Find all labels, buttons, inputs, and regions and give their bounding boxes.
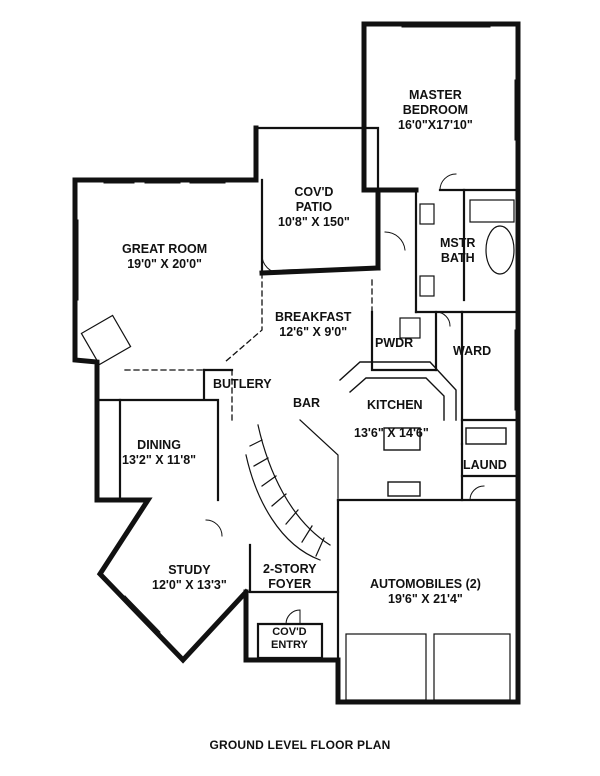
covd-patio-name-1: COV'D — [294, 185, 334, 199]
dining-label: DINING 13'2" X 11'8" — [122, 438, 196, 468]
study-size: 12'0" X 13'3" — [152, 578, 227, 592]
automobiles-label: AUTOMOBILES (2) 19'6" X 21'4" — [370, 577, 481, 607]
covd-patio-label: COV'D PATIO 10'8" X 150" — [278, 185, 350, 230]
covd-patio-name-2: PATIO — [295, 200, 333, 214]
door-swings — [205, 173, 485, 625]
ward-name: WARD — [453, 344, 492, 358]
dining-name: DINING — [137, 438, 181, 452]
mstr-bath-name-2: BATH — [440, 251, 475, 265]
laund-label: LAUND — [463, 458, 507, 473]
kitchen-size: 13'6" X 14'6" — [354, 426, 429, 440]
laund-name: LAUND — [463, 458, 507, 472]
staircase — [245, 419, 339, 561]
kitchen-size-label: 13'6" X 14'6" — [354, 426, 429, 441]
master-bedroom-name-2: BEDROOM — [402, 103, 469, 117]
master-bedroom-label: MASTER BEDROOM 16'0"X17'10" — [398, 88, 473, 133]
garage-doors — [345, 633, 511, 701]
master-bedroom-size: 16'0"X17'10" — [398, 118, 473, 132]
breakfast-size: 12'6" X 9'0" — [279, 325, 348, 339]
kitchen-label: KITCHEN — [367, 398, 423, 413]
master-bedroom-name-1: MASTER — [409, 88, 462, 102]
bar-name: BAR — [293, 396, 321, 410]
bar-label: BAR — [293, 396, 320, 411]
bath-fixtures — [80, 199, 515, 366]
great-room-name: GREAT ROOM — [122, 242, 208, 256]
automobiles-name: AUTOMOBILES (2) — [370, 577, 481, 591]
openings — [124, 272, 373, 421]
great-room-label: GREAT ROOM 19'0" X 20'0" — [122, 242, 207, 272]
butlery-name: BUTLERY — [213, 377, 272, 391]
foyer-label: 2-STORY FOYER — [263, 562, 317, 592]
covd-patio-size: 10'8" X 150" — [278, 215, 350, 229]
interior-walls — [95, 126, 520, 702]
study-label: STUDY 12'0" X 13'3" — [152, 563, 227, 593]
great-room-size: 19'0" X 20'0" — [127, 257, 202, 271]
pwdr-label: PWDR — [375, 336, 413, 351]
ward-label: WARD — [453, 344, 491, 359]
kitchen-name: KITCHEN — [367, 398, 423, 412]
covd-entry-name-2: ENTRY — [271, 639, 308, 651]
mstr-bath-label: MSTR BATH — [440, 236, 475, 266]
foyer-name-2: FOYER — [268, 577, 312, 591]
pwdr-name: PWDR — [375, 336, 414, 350]
mstr-bath-name-1: MSTR — [440, 236, 476, 250]
breakfast-name: BREAKFAST — [275, 310, 352, 324]
kitchen-fixtures — [339, 361, 507, 497]
foyer-name-1: 2-STORY — [263, 562, 317, 576]
covd-entry-name-1: COV'D — [272, 626, 307, 638]
covd-entry-label: COV'D ENTRY — [271, 626, 308, 652]
breakfast-label: BREAKFAST 12'6" X 9'0" — [275, 310, 351, 340]
butlery-label: BUTLERY — [213, 377, 272, 392]
plan-caption: GROUND LEVEL FLOOR PLAN — [209, 738, 391, 752]
dining-size: 13'2" X 11'8" — [122, 453, 197, 467]
windows — [77, 26, 516, 633]
automobiles-size: 19'6" X 21'4" — [388, 592, 463, 606]
study-name: STUDY — [168, 563, 211, 577]
